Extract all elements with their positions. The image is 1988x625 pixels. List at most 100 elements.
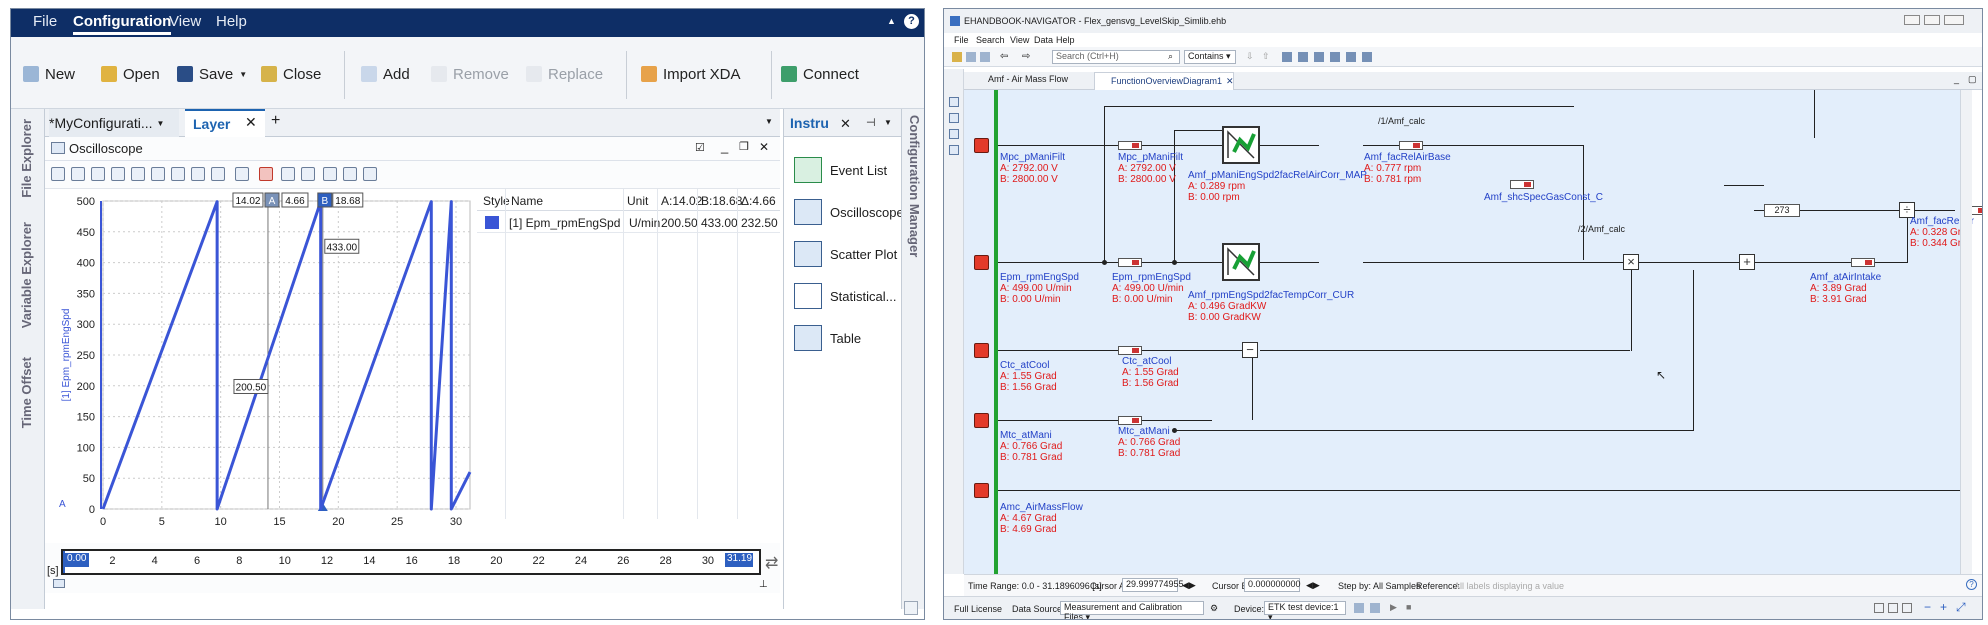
- instrument-oscilloscope[interactable]: Oscilloscope: [794, 197, 904, 227]
- instrument-statistical[interactable]: Statistical...: [794, 281, 896, 311]
- table-row[interactable]: [1] Epm_rpmEngSpd U/min 200.50 433.00 23…: [477, 211, 780, 233]
- constant-273[interactable]: 273: [1764, 204, 1800, 217]
- axis-icon[interactable]: [91, 167, 105, 181]
- axis-scale-icon[interactable]: [131, 167, 145, 181]
- print-icon[interactable]: [191, 167, 205, 181]
- restore-icon[interactable]: [1924, 15, 1940, 25]
- vertical-scrollbar[interactable]: [1960, 90, 1972, 574]
- menu-file[interactable]: File: [33, 13, 58, 30]
- save-image-icon[interactable]: [171, 167, 185, 181]
- minimize-icon[interactable]: [1904, 15, 1920, 25]
- close-tab-icon[interactable]: ✕: [1226, 76, 1234, 86]
- axis-fit-icon[interactable]: [111, 167, 125, 181]
- menu-data[interactable]: Data: [1034, 35, 1054, 45]
- diagram-tool-icon[interactable]: [1346, 52, 1356, 62]
- prev-result-icon[interactable]: ⇩: [1246, 51, 1254, 61]
- tab-list-icon[interactable]: ▼: [765, 117, 773, 126]
- divide-operator[interactable]: ÷: [1899, 202, 1915, 218]
- configuration-manager-tab[interactable]: Configuration Manager: [907, 115, 922, 258]
- expand-range-icon[interactable]: ⇄: [765, 555, 779, 572]
- search-panel-icon[interactable]: [949, 129, 959, 139]
- diagram-tool-icon[interactable]: [1362, 52, 1372, 62]
- multiply-operator[interactable]: ×: [1623, 254, 1639, 270]
- fit-icon[interactable]: ⤢: [1956, 600, 1966, 614]
- menu-help[interactable]: Help: [216, 13, 247, 30]
- signal-source[interactable]: [974, 413, 989, 428]
- close-tab-icon[interactable]: ✕: [840, 116, 851, 131]
- diagram-tool-icon[interactable]: [1330, 52, 1340, 62]
- signal-flag[interactable]: [1118, 346, 1142, 355]
- col-delta[interactable]: Δ:4.66: [741, 194, 776, 208]
- signal-label[interactable]: Amf_shcSpecGasConst_C: [1484, 192, 1603, 203]
- add-button[interactable]: Add: [361, 63, 410, 85]
- close-tab-icon[interactable]: ✕: [245, 114, 257, 130]
- forward-icon[interactable]: ⇨: [1022, 51, 1031, 62]
- pin-icon[interactable]: ☑: [695, 142, 705, 154]
- save-button[interactable]: Save▼: [177, 63, 247, 85]
- add-operator[interactable]: +: [1739, 254, 1755, 270]
- col-unit[interactable]: Unit: [627, 194, 649, 208]
- col-b[interactable]: B:18.68: [701, 194, 743, 208]
- refresh-icon[interactable]: [1354, 603, 1364, 613]
- search-icon[interactable]: ⌕: [1168, 51, 1174, 61]
- signal-flag[interactable]: [1399, 141, 1423, 150]
- function-overview-diagram[interactable]: × + − ÷ 273 /1/Amf_calc /2/Amf_calc Mpc_…: [964, 90, 1982, 574]
- col-style[interactable]: Style: [483, 194, 510, 208]
- pin-icon[interactable]: ⊣: [866, 117, 876, 129]
- signal-source[interactable]: [974, 138, 989, 153]
- add-tab-icon[interactable]: +: [271, 112, 281, 129]
- hide-icon[interactable]: [343, 167, 357, 181]
- cursor-b-step-icon[interactable]: ◀▶: [1306, 580, 1320, 590]
- tab-function-overview[interactable]: FunctionOverviewDiagram1✕: [1094, 72, 1234, 90]
- help-icon[interactable]: ?: [904, 14, 919, 29]
- signal-view-icon[interactable]: [301, 167, 315, 181]
- chevron-down-icon[interactable]: ▼: [156, 118, 165, 128]
- signal-source[interactable]: [974, 255, 989, 270]
- new-button[interactable]: New: [23, 63, 75, 85]
- signal-flag[interactable]: [1851, 258, 1875, 267]
- step-by-text[interactable]: Step by: All Samples: [1338, 581, 1421, 591]
- layout-split-icon[interactable]: [1888, 603, 1898, 613]
- menu-view[interactable]: View: [1010, 35, 1030, 45]
- signal-flag[interactable]: [1510, 180, 1534, 189]
- settings-gear-icon[interactable]: [259, 167, 273, 181]
- menu-file[interactable]: File: [954, 35, 969, 45]
- close-window-icon[interactable]: [1944, 15, 1964, 25]
- file-explorer-tab[interactable]: File Explorer: [19, 119, 34, 198]
- open-icon[interactable]: [952, 52, 962, 62]
- curve-block[interactable]: [1222, 243, 1260, 281]
- bookmark-icon[interactable]: [949, 113, 959, 123]
- cursor-b-input[interactable]: 0.000000000: [1244, 578, 1301, 592]
- connect-button[interactable]: Connect: [781, 63, 859, 85]
- diagram-tool-icon[interactable]: [1314, 52, 1324, 62]
- cursor-mode-icon[interactable]: [211, 167, 225, 181]
- contains-select[interactable]: Contains ▾: [1184, 50, 1236, 64]
- outline-icon[interactable]: [949, 97, 959, 107]
- signal-flag[interactable]: [1118, 416, 1142, 425]
- import-xda-button[interactable]: Import XDA: [641, 63, 741, 85]
- monitor-icon[interactable]: [1370, 603, 1380, 613]
- decimal-icon[interactable]: [323, 167, 337, 181]
- cursor-a-step-icon[interactable]: ◀▶: [1182, 580, 1196, 590]
- copy-icon[interactable]: [151, 167, 165, 181]
- zoom-out-icon[interactable]: −: [1924, 600, 1932, 614]
- data-source-select[interactable]: Measurement and Calibration Files ▾: [1060, 601, 1204, 619]
- col-name[interactable]: Name: [511, 194, 544, 208]
- table-icon[interactable]: [363, 167, 377, 181]
- menu-view[interactable]: View: [169, 13, 202, 30]
- print-icon[interactable]: [980, 52, 990, 62]
- range-handle-left[interactable]: [63, 551, 65, 573]
- replace-button[interactable]: Replace: [526, 63, 603, 85]
- instrument-scatter-plot[interactable]: Scatter Plot: [794, 239, 897, 269]
- search-input[interactable]: Search (Ctrl+H): [1052, 50, 1180, 64]
